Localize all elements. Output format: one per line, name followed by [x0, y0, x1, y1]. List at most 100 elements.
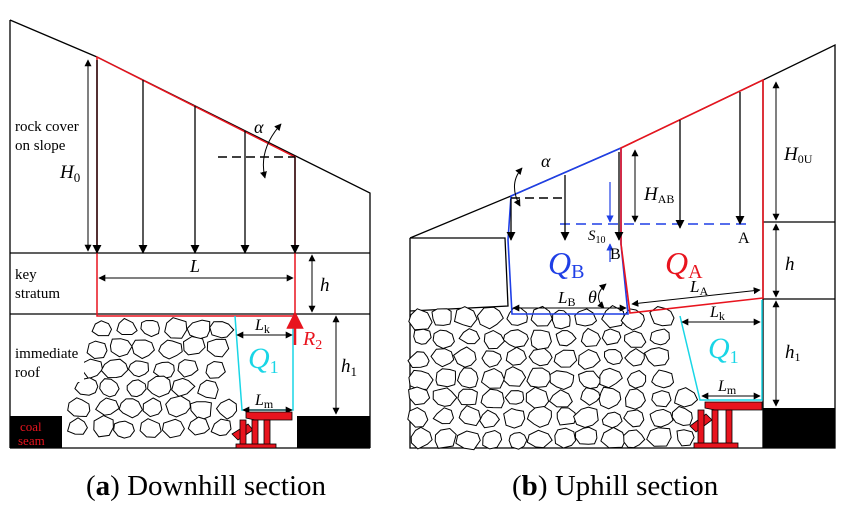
rubble-stone: [574, 426, 598, 445]
Lm-label-b: Lm: [717, 378, 737, 397]
rubble-stone: [580, 327, 601, 348]
caption-b-letter: b: [521, 470, 538, 502]
left-key-block: [409, 237, 509, 312]
hydraulic-support-b: [689, 401, 763, 449]
rubble-stone: [480, 388, 505, 409]
rubble-stone: [530, 305, 553, 327]
panel-b-outline: [409, 43, 836, 449]
rubble-stone: [407, 351, 430, 369]
rubble-stone: [503, 407, 526, 429]
rubble-stone: [158, 339, 183, 360]
rubble-stone: [164, 317, 188, 339]
rubble-stone: [624, 388, 646, 410]
rubble-stone: [674, 387, 699, 408]
rubble-stone: [458, 405, 482, 427]
Lk-label: Lk: [254, 317, 270, 336]
Q1-label-b: Q1: [708, 332, 739, 367]
hydraulic-support-a: [231, 411, 293, 449]
B-label: B: [610, 246, 621, 263]
rubble-stone: [601, 305, 625, 329]
rubble-stone: [456, 367, 479, 389]
rubble-stone: [95, 397, 120, 416]
rubble-stone: [623, 330, 647, 348]
rubble-stone: [408, 308, 433, 331]
rubble-stone: [142, 397, 163, 418]
rubble-stone: [574, 308, 598, 327]
coal-seam-block-right: [297, 416, 370, 448]
rubble-stone: [671, 405, 693, 427]
rubble-stone: [601, 328, 622, 346]
h-label-b: h: [785, 254, 795, 275]
rubble-stone: [649, 306, 675, 327]
rubble-stone: [643, 347, 670, 367]
Q1-trapezoid-b: [679, 300, 763, 401]
rubble-stone: [432, 329, 455, 350]
rubble-stone: [676, 429, 695, 447]
rubble-stone: [206, 338, 230, 358]
rubble-stone: [458, 328, 481, 345]
rubble-stone: [187, 416, 211, 436]
rubble-stone: [551, 309, 571, 330]
immediate-roof-label-2: roof: [15, 365, 40, 381]
Lm-label: Lm: [254, 392, 274, 411]
rubble-stone: [86, 340, 108, 360]
rubble-stone: [528, 347, 553, 367]
rubble-stone: [526, 429, 553, 449]
caption-a-letter: a: [95, 470, 111, 502]
h1-label-b: h1: [785, 342, 801, 364]
rubble-stone: [573, 406, 599, 429]
rubble-stone: [152, 361, 175, 379]
QB-label: QB: [548, 245, 584, 283]
rubble-stone: [432, 387, 458, 407]
rubble-stone: [413, 328, 432, 345]
rubble-stone: [91, 320, 113, 337]
HAB-label: HAB: [643, 184, 674, 206]
alpha-arc-b: [513, 167, 523, 207]
rubble-stone: [215, 398, 238, 420]
Q1-label: Q1: [248, 342, 279, 377]
QA-label: QA: [665, 245, 703, 283]
rubble-stone: [434, 427, 457, 449]
caption-panel-a: (a) Downhill section: [86, 470, 326, 503]
rubble-stone: [601, 411, 623, 429]
rubble-stone: [480, 367, 505, 389]
rubble-stone: [649, 328, 670, 346]
rubble-stone: [479, 409, 501, 429]
coal-seam-label-2: seam: [18, 433, 45, 448]
rubble-stone: [626, 369, 647, 389]
immediate-roof-label-bg: [12, 340, 84, 382]
alpha-label-b: α: [541, 151, 551, 171]
rubble-stone: [506, 307, 528, 326]
key-stratum-label-1: key: [15, 267, 37, 283]
rubble-stone: [113, 420, 135, 439]
LA-dimension: [631, 287, 761, 307]
rubble-stone: [139, 418, 162, 438]
rubble-stone: [165, 395, 191, 418]
LB-label: LB: [557, 288, 575, 309]
rubble-stone: [182, 335, 206, 356]
rubble-stone: [651, 369, 675, 389]
rubble-stone: [177, 359, 199, 378]
rubble-stone: [598, 386, 622, 410]
rubble-stone: [646, 427, 672, 447]
h1-label: h1: [341, 356, 357, 379]
rubble-stone: [109, 338, 133, 358]
L-label: L: [189, 256, 200, 276]
rubble-stone: [556, 407, 577, 426]
rubble-stone: [580, 387, 601, 406]
H0U-label: H0U: [783, 144, 813, 166]
rubble-stone: [131, 339, 155, 360]
rubble-stone: [600, 426, 627, 449]
rubble-stone: [555, 330, 577, 347]
rubble-stone: [554, 427, 577, 449]
rubble-stone: [93, 415, 114, 438]
alpha-label: α: [254, 117, 264, 137]
rubble-stone: [452, 346, 477, 368]
Lk-label-b: Lk: [709, 304, 725, 323]
rubble-stone: [431, 308, 452, 326]
rubble-stone: [526, 405, 552, 428]
rubble-stone: [457, 388, 478, 406]
rubble-stone: [623, 429, 646, 449]
rubble-stone: [504, 390, 525, 405]
